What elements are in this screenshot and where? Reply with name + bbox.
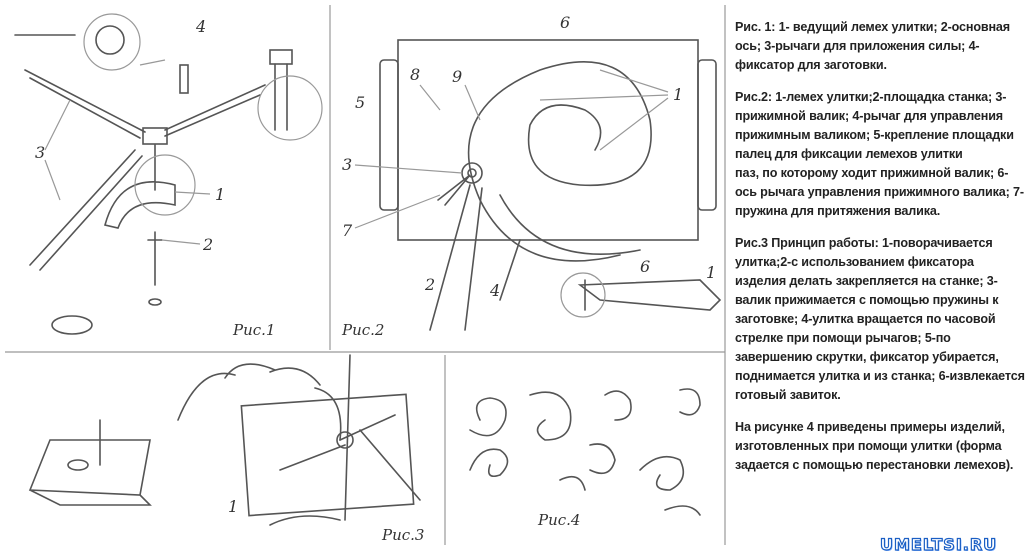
figure-1-sketch: 4 3 1 2 Рис.1 (14, 13, 323, 339)
caption-fig2: Рис.2 (341, 321, 384, 339)
label-fig1-1: 1 (215, 185, 225, 204)
label-fig1-2: 2 (202, 235, 213, 254)
figure-2-sketch: 6 8 9 5 1 3 7 2 4 6 1 Рис.2 (341, 13, 722, 339)
label-fig2-1: 1 (673, 85, 683, 104)
fig2-line: паз, по которому ходит прижимной валик; … (735, 166, 1024, 218)
figure-4-sketch: Рис.4 (469, 388, 701, 529)
fig1-description: Рис. 1: 1- ведущий лемех улитки; 2-основ… (735, 20, 1010, 72)
fig2-description: Рис.2: 1-лемех улитки;2-площадка станка;… (735, 88, 1028, 221)
watermark-logo: UMELTSI.RU (879, 534, 998, 554)
description-text: Рис. 1: 1- ведущий лемех улитки; 2-основ… (735, 18, 1028, 518)
fig2-line: Рис.2: 1-лемех улитки;2-площадка станка;… (735, 90, 1014, 142)
fig2-line: палец для фиксации лемехов улитки (735, 147, 963, 161)
figure-3-sketch: 1 Рис.3 (28, 354, 424, 544)
label-fig1-4: 4 (195, 17, 206, 36)
label-fig2-9: 9 (452, 67, 462, 86)
caption-fig1: Рис.1 (232, 321, 275, 339)
label-fig2-4: 4 (489, 281, 500, 300)
label-fig2-8: 8 (410, 65, 420, 84)
fig3-description: Рис.3 Принцип работы: 1-поворачивается у… (735, 236, 1025, 402)
label-fig2-1b: 1 (706, 263, 716, 282)
panel-dividers (5, 5, 726, 545)
label-fig3-1: 1 (228, 497, 238, 516)
label-fig2-5: 5 (355, 93, 365, 112)
caption-fig4: Рис.4 (537, 511, 580, 529)
label-fig2-3: 3 (342, 155, 352, 174)
label-fig2-6b: 6 (640, 257, 650, 276)
label-fig2-7: 7 (342, 221, 353, 240)
label-fig2-2: 2 (424, 275, 435, 294)
label-fig1-3: 3 (35, 143, 45, 162)
label-fig2-6: 6 (560, 13, 570, 32)
sketch-illustrations: 4 3 1 2 Рис.1 6 8 9 5 1 3 7 2 4 6 1 Рис.… (5, 5, 726, 545)
fig4-description: На рисунке 4 приведены примеры изделий, … (735, 420, 1014, 472)
caption-fig3: Рис.3 (381, 526, 424, 544)
